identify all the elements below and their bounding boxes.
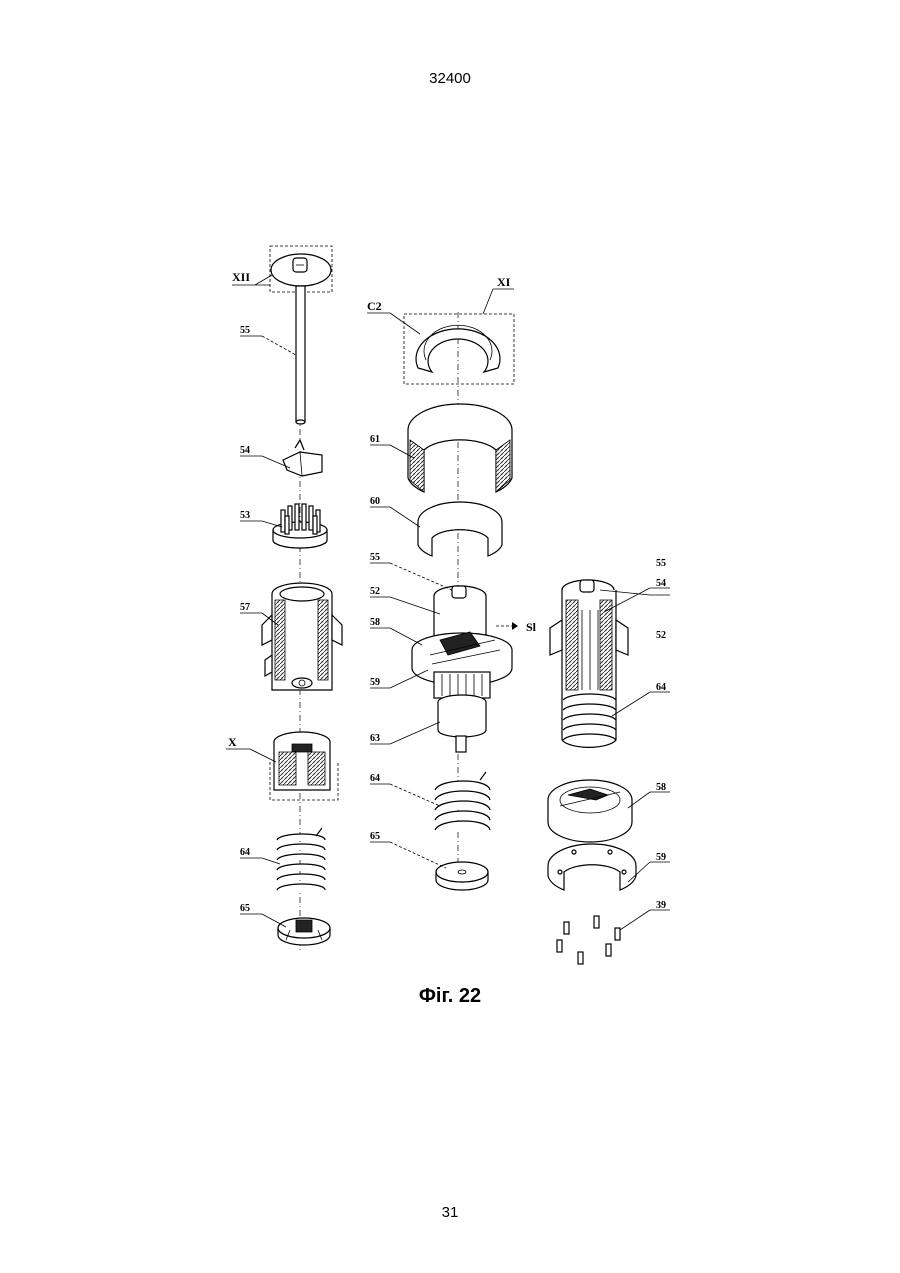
part-39-pins [557, 916, 620, 964]
part-65-disc-middle [436, 862, 488, 890]
label-55-middle: 55 [370, 552, 380, 563]
label-65-middle: 65 [370, 831, 380, 842]
label-xii: XII [232, 270, 250, 284]
right-column-parts [548, 580, 670, 964]
part-xii-disk [270, 246, 332, 292]
label-52-middle: 52 [370, 586, 380, 597]
middle-column-parts [367, 289, 518, 890]
part-52-cutaway [550, 580, 628, 747]
part-60-ring [418, 502, 502, 556]
label-57-left: 57 [240, 602, 250, 613]
part-xi-c2-ring [404, 314, 514, 384]
label-xi: XI [497, 275, 511, 289]
label-s1: Sl [526, 620, 537, 634]
label-39-right: 39 [656, 900, 666, 911]
label-63-middle: 63 [370, 733, 380, 744]
part-57-housing [262, 583, 342, 690]
part-59-ring [548, 844, 636, 890]
leader-lines-middle [367, 289, 514, 868]
part-58-ring [548, 780, 632, 842]
part-61-ring [408, 404, 512, 492]
label-c2: C2 [367, 299, 382, 313]
part-65-disc-left [278, 918, 330, 945]
label-64-right: 64 [656, 682, 666, 693]
label-55-right: 55 [656, 558, 666, 569]
section-s1-arrow [496, 622, 518, 630]
part-x-cup [270, 732, 338, 800]
left-column-parts [226, 246, 342, 950]
figure-caption: Фіг. 22 [0, 985, 900, 1008]
label-54-right: 54 [656, 578, 666, 589]
label-64-left: 64 [240, 847, 250, 858]
label-65-left: 65 [240, 903, 250, 914]
label-59-middle: 59 [370, 677, 380, 688]
label-x: X [228, 735, 237, 749]
label-55-left: 55 [240, 325, 250, 336]
label-52-right: 52 [656, 630, 666, 641]
page-number: 31 [0, 1204, 900, 1221]
label-58-middle: 58 [370, 617, 380, 628]
label-54-left: 54 [240, 445, 250, 456]
label-53-left: 53 [240, 510, 250, 521]
part-55-rod [296, 286, 305, 424]
label-61-middle: 61 [370, 434, 380, 445]
part-52-assembly [412, 586, 512, 752]
label-60-middle: 60 [370, 496, 380, 507]
part-64-spring-middle [435, 772, 490, 830]
label-59-right: 59 [656, 852, 666, 863]
label-64-middle: 64 [370, 773, 380, 784]
part-64-spring-left [277, 828, 325, 890]
part-54-impeller [283, 440, 322, 476]
label-58-right: 58 [656, 782, 666, 793]
